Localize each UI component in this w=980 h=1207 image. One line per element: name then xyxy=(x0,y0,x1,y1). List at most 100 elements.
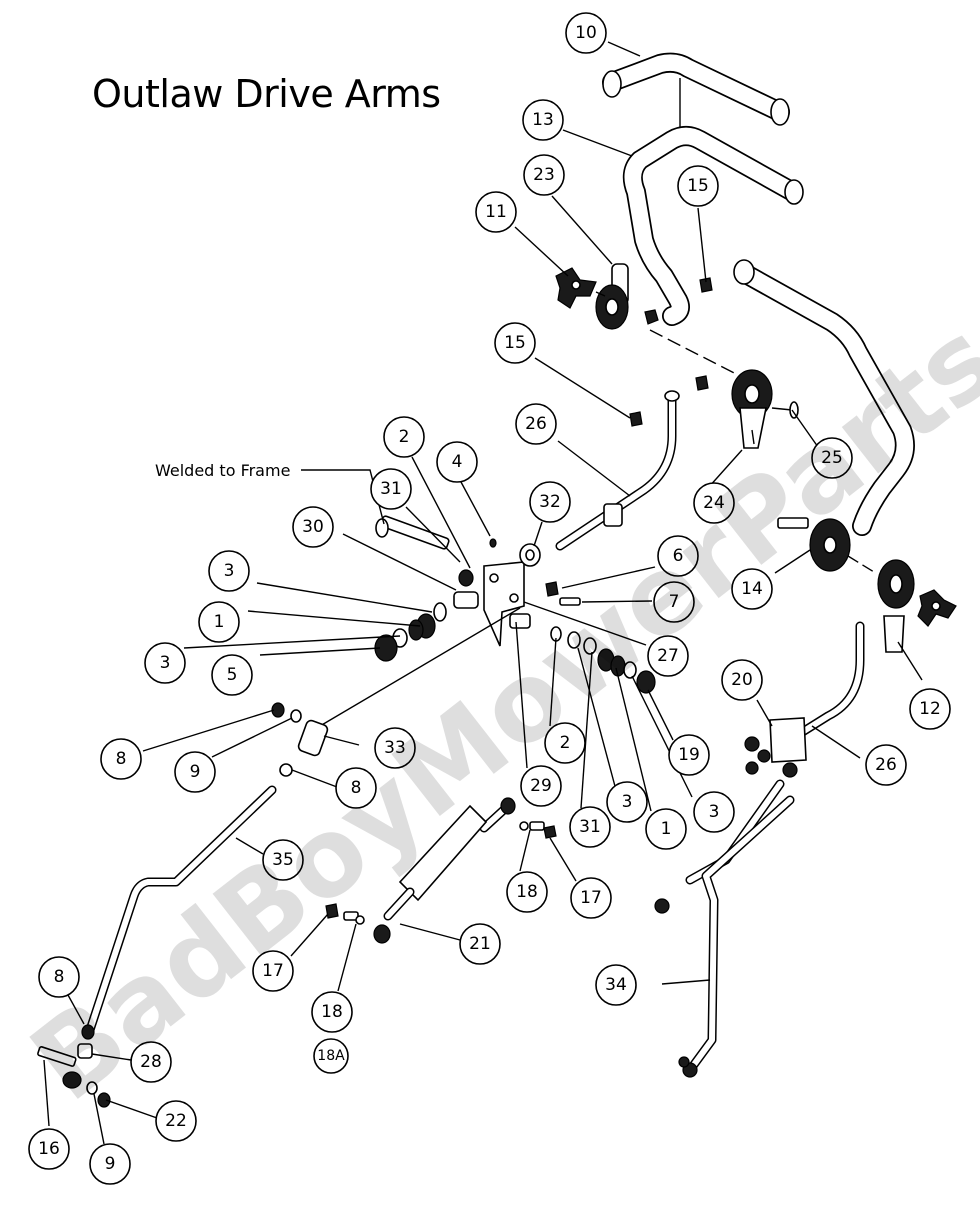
callout-18: 18 xyxy=(311,991,353,1033)
callout-label: 33 xyxy=(384,738,406,758)
callout-circle xyxy=(570,877,612,919)
callout-label: 19 xyxy=(678,745,700,765)
callout-circle xyxy=(208,550,250,592)
callout-label: 32 xyxy=(539,492,561,512)
callout-label: 15 xyxy=(687,176,709,196)
callout-15: 15 xyxy=(677,165,719,207)
callout-label: 17 xyxy=(262,961,284,981)
welded-to-frame-note: Welded to Frame xyxy=(155,461,290,480)
callout-circle xyxy=(292,506,334,548)
callout-3: 3 xyxy=(144,642,186,684)
pivot-assembly-left xyxy=(555,263,713,330)
callout-circle xyxy=(100,738,142,780)
callout-label: 8 xyxy=(351,778,362,798)
spring-stack-right xyxy=(509,613,656,694)
callout-label: 18 xyxy=(516,882,538,902)
callout-14: 14 xyxy=(731,568,773,610)
callout-17: 17 xyxy=(252,950,294,992)
callout-circle xyxy=(144,642,186,684)
frame-bracket-4 xyxy=(483,538,541,647)
callout-circle xyxy=(653,581,695,623)
callout-label: 27 xyxy=(657,646,679,666)
callout-label: 4 xyxy=(452,452,463,472)
callout-16: 16 xyxy=(28,1128,70,1170)
callout-9: 9 xyxy=(89,1143,131,1185)
callout-3: 3 xyxy=(208,550,250,592)
callout-label: 11 xyxy=(485,202,507,222)
callout-label: 18A xyxy=(317,1048,345,1064)
callout-circle xyxy=(383,416,425,458)
callout-label: 1 xyxy=(214,612,225,632)
callout-circle xyxy=(693,791,735,833)
callout-label: 22 xyxy=(165,1111,187,1131)
callout-circle xyxy=(436,441,478,483)
callout-34: 34 xyxy=(595,964,637,1006)
callout-2: 2 xyxy=(383,416,425,458)
callout-circle xyxy=(811,437,853,479)
callout-label: 7 xyxy=(669,592,680,612)
control-rod-35 xyxy=(85,785,277,1035)
callout-circle xyxy=(865,744,907,786)
callout-8: 8 xyxy=(335,767,377,809)
callout-label: 9 xyxy=(190,762,201,782)
callout-label: 2 xyxy=(399,427,410,447)
callout-label: 6 xyxy=(673,546,684,566)
callout-2: 2 xyxy=(544,722,586,764)
pivot-assembly-lower-right xyxy=(777,517,957,627)
callout-11: 11 xyxy=(475,191,517,233)
callout-circle xyxy=(374,727,416,769)
callout-label: 2 xyxy=(560,733,571,753)
callout-23: 23 xyxy=(523,154,565,196)
callout-26: 26 xyxy=(865,744,907,786)
callout-circle xyxy=(647,635,689,677)
linkage-pivot-33 xyxy=(271,607,521,777)
callout-label: 35 xyxy=(272,850,294,870)
callout-4: 4 xyxy=(436,441,478,483)
callout-label: 31 xyxy=(380,479,402,499)
callout-28: 28 xyxy=(130,1041,172,1083)
handle-tube-13 xyxy=(622,126,804,326)
callout-18a: 18A xyxy=(313,1038,349,1074)
callout-label: 29 xyxy=(530,776,552,796)
callout-circle xyxy=(515,403,557,445)
callout-22: 22 xyxy=(155,1100,197,1142)
callout-circle xyxy=(311,991,353,1033)
callout-32: 32 xyxy=(529,481,571,523)
callout-label: 8 xyxy=(116,749,127,769)
fastener-6-7 xyxy=(545,581,581,606)
callout-31: 31 xyxy=(569,806,611,848)
callout-1: 1 xyxy=(645,808,687,850)
callout-circle xyxy=(130,1041,172,1083)
callout-label: 31 xyxy=(579,817,601,837)
callout-label: 21 xyxy=(469,934,491,954)
callout-5: 5 xyxy=(211,654,253,696)
callout-label: 15 xyxy=(504,333,526,353)
callout-label: 17 xyxy=(580,888,602,908)
callout-20: 20 xyxy=(721,659,763,701)
damper-link-34 xyxy=(654,779,795,1078)
spring-stack-left xyxy=(374,602,447,662)
callout-circle xyxy=(211,654,253,696)
callout-circle xyxy=(657,535,699,577)
callout-circle xyxy=(28,1128,70,1170)
callout-label: 23 xyxy=(533,165,555,185)
callout-label: 3 xyxy=(622,792,633,812)
rod-end-28 xyxy=(37,1024,111,1108)
callout-label: 30 xyxy=(302,517,324,537)
callout-circle xyxy=(606,781,648,823)
callout-circle xyxy=(544,722,586,764)
callout-circle xyxy=(494,322,536,364)
callout-19: 19 xyxy=(668,734,710,776)
callout-label: 26 xyxy=(875,755,897,775)
callout-circle xyxy=(459,923,501,965)
callout-circle xyxy=(693,482,735,524)
handle-tube-right xyxy=(733,259,915,536)
callout-circle xyxy=(677,165,719,207)
callout-circle xyxy=(370,468,412,510)
callout-label: 13 xyxy=(532,110,554,130)
callout-label: 12 xyxy=(919,699,941,719)
callout-33: 33 xyxy=(374,727,416,769)
callout-24: 24 xyxy=(693,482,735,524)
callout-29: 29 xyxy=(520,765,562,807)
callout-30: 30 xyxy=(292,506,334,548)
